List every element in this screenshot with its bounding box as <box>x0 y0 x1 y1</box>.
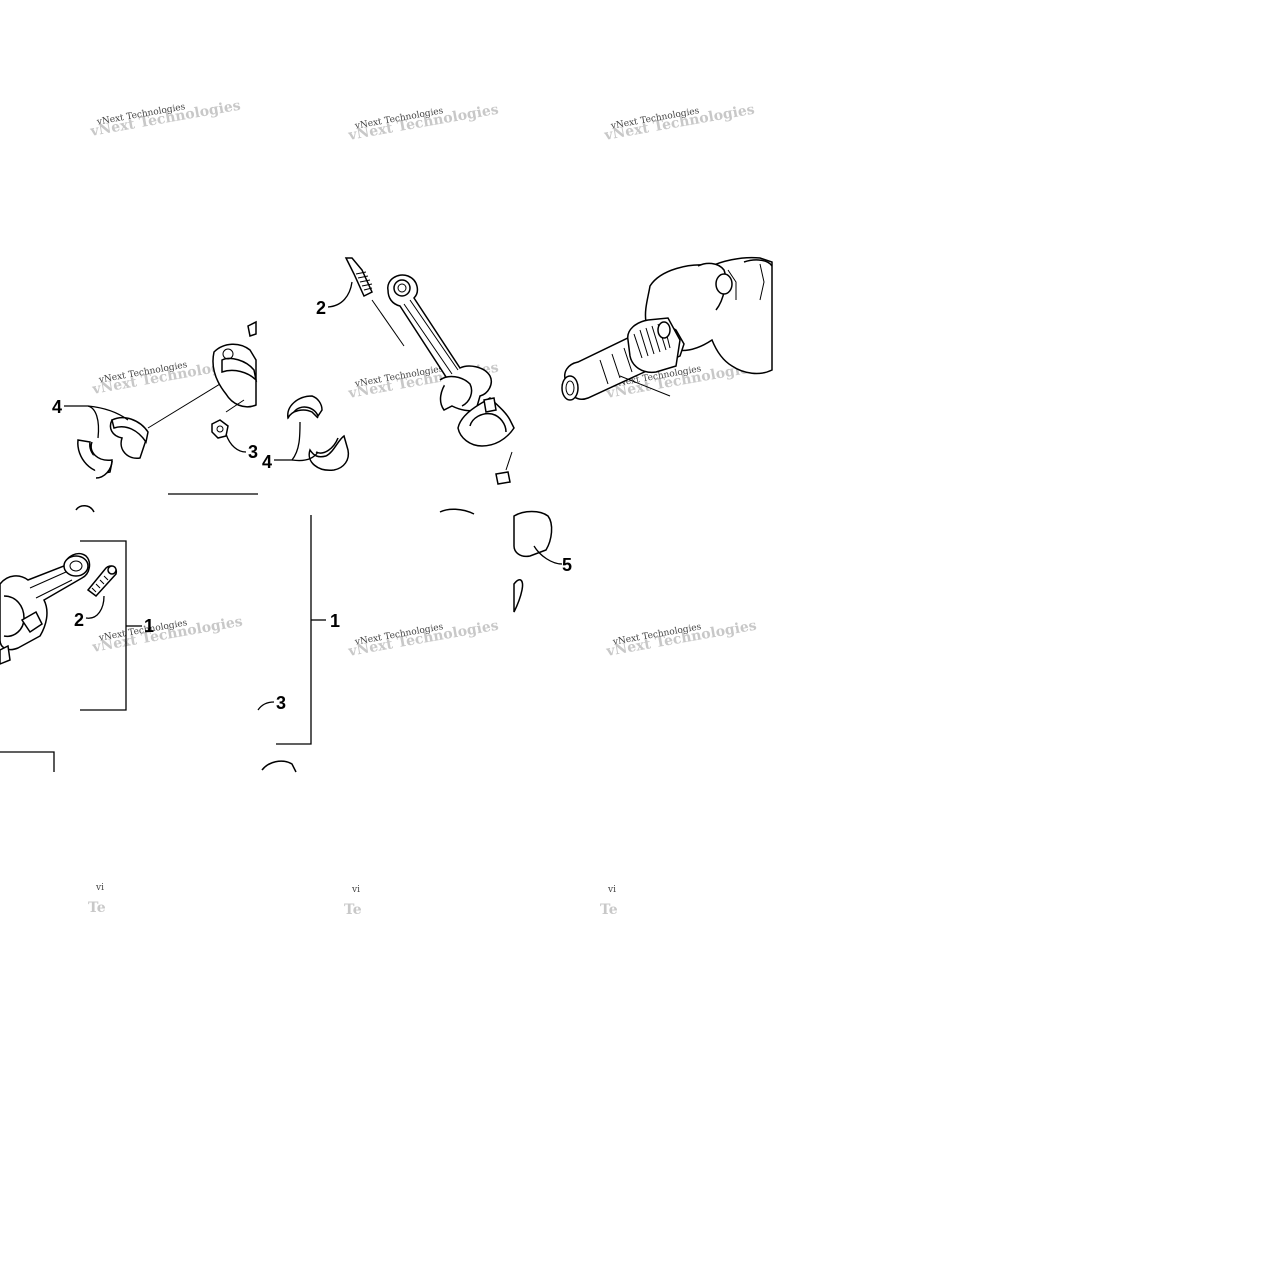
rod-bearing <box>287 395 350 471</box>
watermarks: vNext Technologies vNext Technologies vN… <box>88 98 758 918</box>
watermark-partial-shadow: Te <box>88 900 106 916</box>
tile-c-crankshaft <box>561 256 773 401</box>
connecting-rod-cap <box>457 397 515 447</box>
connecting-rod-assembly <box>0 552 91 665</box>
callout-2: 2 <box>316 298 326 318</box>
callout-1: 1 <box>330 611 340 631</box>
callout-5: 5 <box>562 555 572 575</box>
callout-2: 2 <box>74 610 84 630</box>
tile-a: 3 4 <box>52 320 258 495</box>
connecting-rod-cap-partial <box>212 320 258 408</box>
callout-3: 3 <box>276 693 286 713</box>
watermark-partial-shadow: Te <box>344 902 362 918</box>
watermark-partial: vi <box>607 885 616 895</box>
connecting-rod <box>387 274 492 412</box>
watermark-partial: vi <box>351 885 360 895</box>
watermark-partial: vi <box>95 883 104 893</box>
tile-d: 1 2 <box>0 505 154 772</box>
connecting-rod-nut <box>211 419 229 439</box>
callout-1: 1 <box>144 616 154 636</box>
callout-4: 4 <box>52 397 62 417</box>
crankshaft-journal-partial <box>439 508 553 613</box>
callout-3: 3 <box>248 442 258 462</box>
connecting-rod-nut <box>495 451 513 485</box>
tile-e: 1 3 5 <box>257 508 572 773</box>
callout-4: 4 <box>262 452 272 472</box>
tile-b: 2 4 <box>262 257 515 485</box>
rod-bearing-left <box>77 416 149 479</box>
watermark-partial-shadow: Te <box>600 902 618 918</box>
connecting-rod-bolt <box>86 565 118 598</box>
connecting-rod-bolt <box>344 257 373 298</box>
